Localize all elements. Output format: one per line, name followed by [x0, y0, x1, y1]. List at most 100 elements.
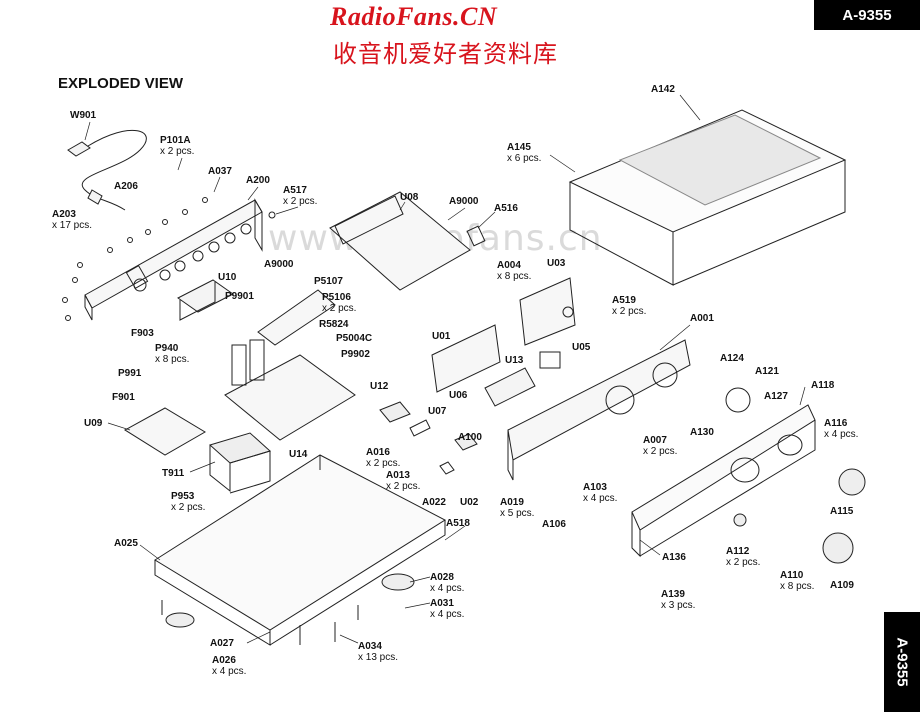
- label-a9000-top: A9000: [449, 196, 478, 207]
- board-u08: [329, 191, 486, 291]
- label-a025: A025: [114, 538, 138, 549]
- part-ref: A121: [755, 366, 779, 377]
- part-ref: U14: [289, 449, 308, 460]
- part-ref: U03: [547, 258, 566, 269]
- label-w901: W901: [70, 110, 96, 121]
- part-qty: x 4 pcs.: [824, 429, 859, 440]
- section-title: EXPLODED VIEW: [58, 75, 184, 92]
- label-p9902: P9902: [341, 349, 370, 360]
- part-ref: P101A: [160, 135, 191, 146]
- part-ref: A518: [446, 518, 470, 529]
- part-ref: U13: [505, 355, 524, 366]
- inner-boards: [379, 324, 561, 475]
- label-p991: P991: [118, 368, 141, 379]
- label-a124: A124: [720, 353, 744, 364]
- part-ref: P9901: [225, 291, 254, 302]
- label-p5107: P5107: [314, 276, 343, 287]
- part-qty: x 13 pcs.: [358, 652, 399, 663]
- part-ref: A027: [210, 638, 234, 649]
- part-ref: P953: [171, 491, 195, 502]
- part-ref: A206: [114, 181, 138, 192]
- feet: [161, 573, 415, 645]
- label-a121: A121: [755, 366, 779, 377]
- label-a518: A518: [446, 518, 470, 529]
- part-qty: x 3 pcs.: [661, 600, 696, 611]
- part-ref: A145: [507, 142, 531, 153]
- part-ref: U01: [432, 331, 451, 342]
- part-ref: P5004C: [336, 333, 373, 344]
- label-a027: A027: [210, 638, 234, 649]
- part-ref: A136: [662, 552, 686, 563]
- part-ref: W901: [70, 110, 97, 121]
- part-qty: x 2 pcs.: [171, 502, 206, 513]
- part-ref: A016: [366, 447, 390, 458]
- label-a109: A109: [830, 580, 854, 591]
- label-a142: A142: [651, 84, 675, 95]
- label-a001: A001: [690, 313, 714, 324]
- rear-panel: [84, 198, 263, 321]
- part-qty: x 4 pcs.: [430, 583, 465, 594]
- label-t911: T911: [162, 468, 184, 479]
- board-u10: [177, 279, 336, 346]
- part-qty: x 4 pcs.: [212, 666, 247, 677]
- part-ref: A037: [208, 166, 232, 177]
- part-ref: A026: [212, 655, 236, 666]
- label-u12: U12: [370, 381, 388, 392]
- part-ref: A519: [612, 295, 636, 306]
- site-subtitle: 收音机爱好者资料库: [333, 40, 558, 68]
- part-ref: F903: [131, 328, 154, 339]
- chassis-bottom: [154, 454, 447, 646]
- part-ref: U10: [218, 272, 237, 283]
- part-ref: A110: [780, 570, 804, 581]
- part-ref: P940: [155, 343, 179, 354]
- part-ref: R5824: [319, 319, 349, 330]
- part-ref: U05: [572, 342, 591, 353]
- label-a118: A118: [811, 380, 834, 391]
- part-ref: A115: [830, 506, 854, 517]
- label-f903: F903: [131, 328, 154, 339]
- part-ref: P5106: [322, 292, 351, 303]
- label-u10: U10: [218, 272, 236, 283]
- part-ref: A9000: [264, 259, 294, 270]
- site-title: RadioFans.CN: [330, 2, 498, 31]
- part-ref: A203: [52, 209, 76, 220]
- board-u14: [224, 339, 356, 441]
- part-qty: x 4 pcs.: [583, 493, 618, 504]
- leader-lines: [84, 94, 806, 644]
- part-ref: A100: [458, 432, 482, 443]
- part-qty: x 5 pcs.: [500, 508, 535, 519]
- part-qty: x 17 pcs.: [52, 220, 93, 231]
- part-ref: A019: [500, 497, 524, 508]
- part-ref: A001: [690, 313, 714, 324]
- label-a106: A106: [542, 519, 566, 530]
- part-ref: A025: [114, 538, 138, 549]
- label-a9000-mid: A9000: [264, 259, 293, 270]
- label-u08: U08: [400, 192, 418, 203]
- label-a200: A200: [246, 175, 270, 186]
- board-u09: [124, 407, 206, 456]
- part-qty: x 2 pcs.: [643, 446, 678, 457]
- label-u13: U13: [505, 355, 523, 366]
- model-number-badge: A-9355: [814, 0, 920, 30]
- part-ref: A116: [824, 418, 848, 429]
- label-a022: A022: [422, 497, 446, 508]
- part-qty: x 2 pcs.: [386, 481, 421, 492]
- part-ref: P991: [118, 368, 142, 379]
